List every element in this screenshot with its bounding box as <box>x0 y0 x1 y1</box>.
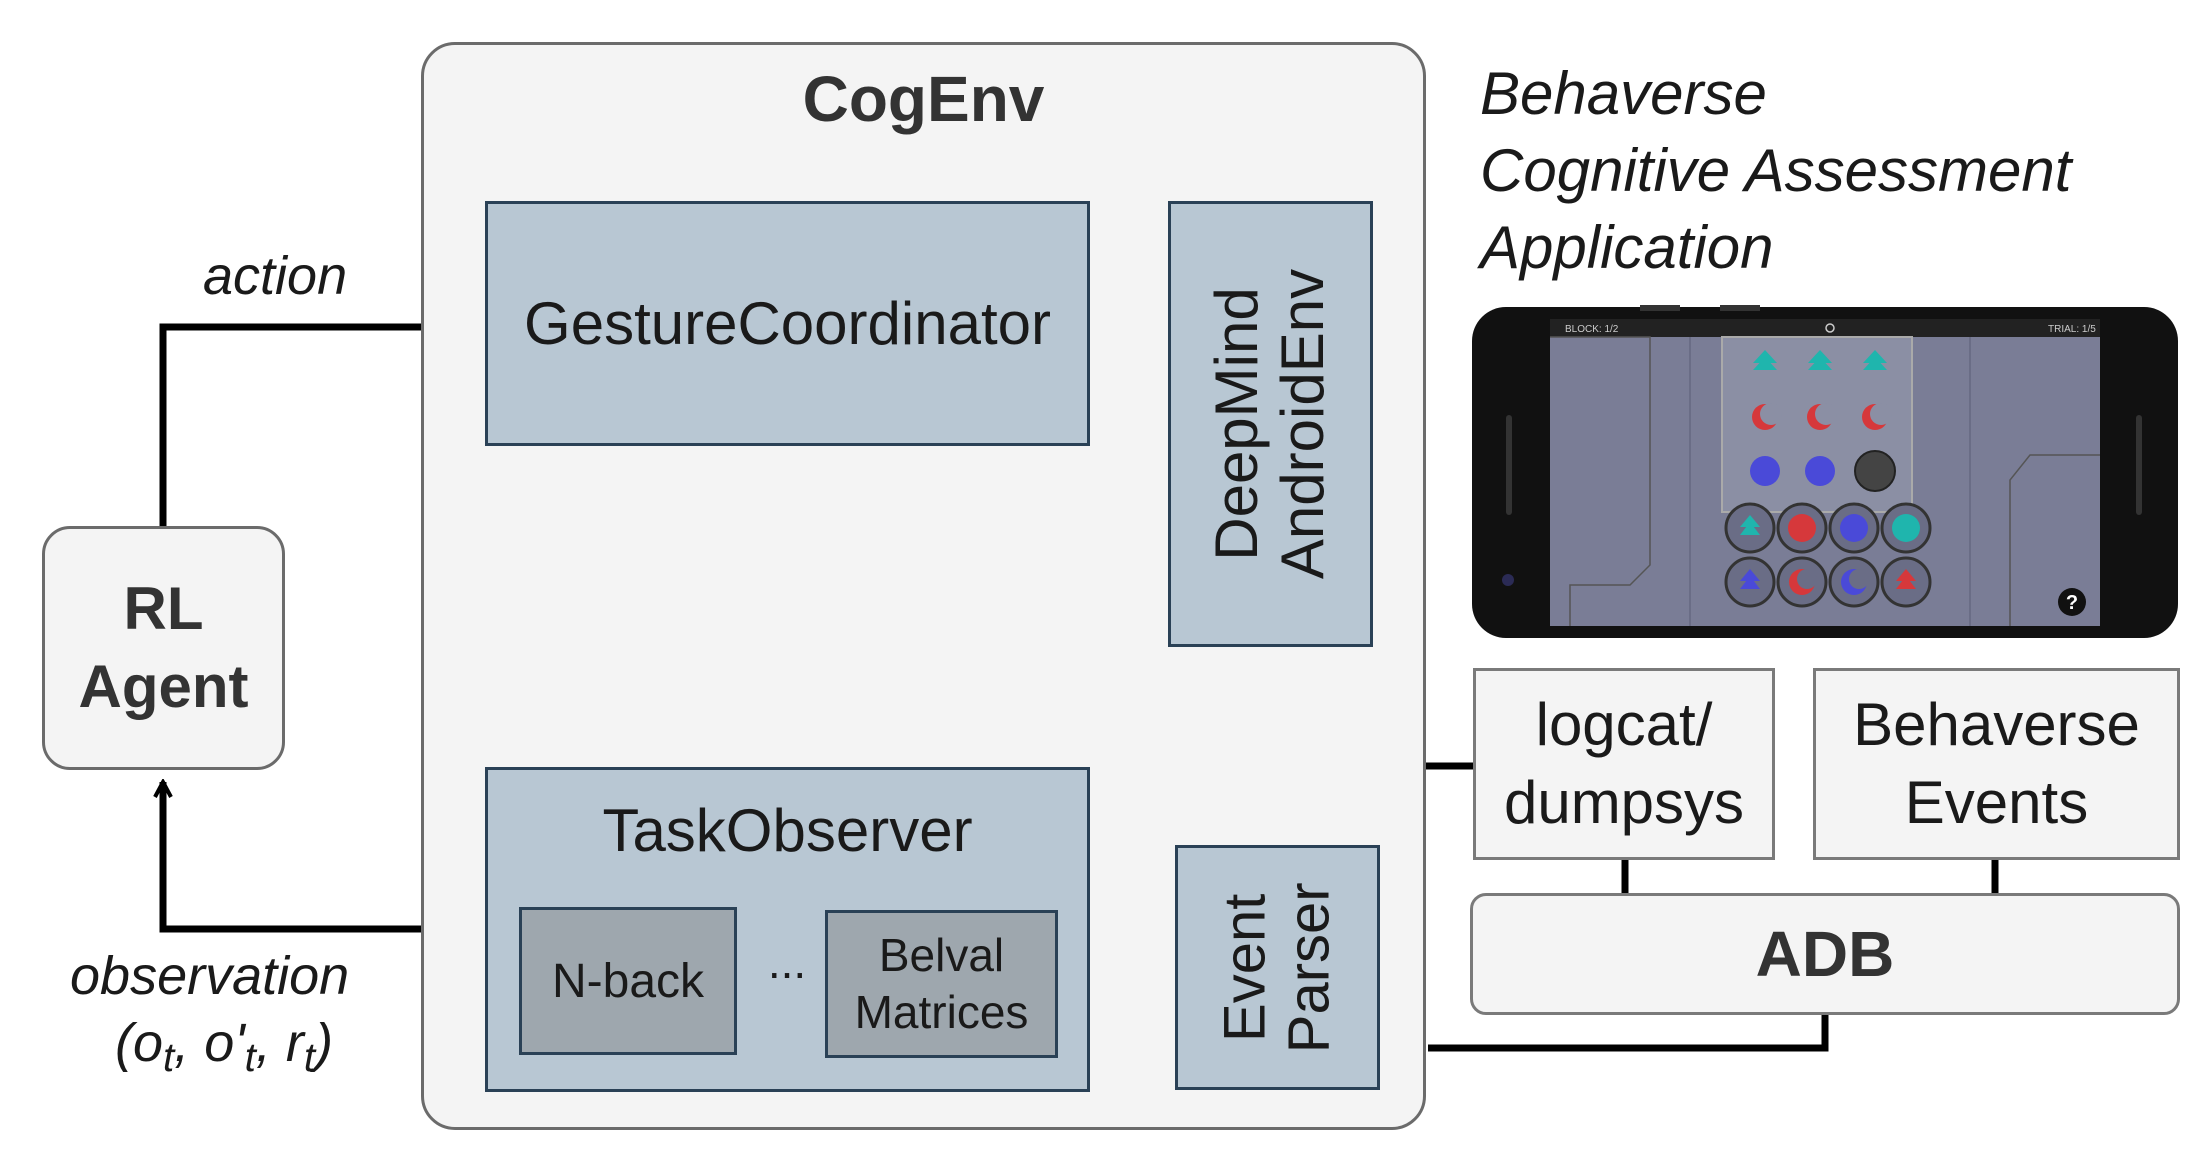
gesture-coordinator-label: GestureCoordinator <box>524 290 1051 357</box>
observation-tuple: (ot, o't, rt) <box>115 1013 334 1081</box>
task-ellipsis: ... <box>767 936 807 988</box>
belval-matrices-box: Belval Matrices <box>825 910 1058 1058</box>
deepmind-line2: AndroidEnv <box>1269 268 1337 580</box>
help-label: ? <box>2066 592 2078 614</box>
action-connector <box>159 327 475 526</box>
rl-agent-box: RL Agent <box>42 526 285 770</box>
observation-connector <box>163 782 485 933</box>
block-label: BLOCK: 1/2 <box>1565 324 1619 335</box>
rl-agent-line1: RL <box>123 575 204 642</box>
rl-agent-line2: Agent <box>78 653 249 720</box>
logcat-dumpsys-box: logcat/ dumpsys <box>1473 668 1775 860</box>
app-title-line1: Behaverse <box>1480 60 1767 127</box>
belval-line1: Belval <box>878 928 1005 981</box>
nback-box: N-back <box>519 907 737 1055</box>
gesture-coordinator-box: GestureCoordinator <box>485 201 1090 446</box>
adb-to-cogenv-connector <box>1428 1015 1829 1052</box>
belval-line2: Matrices <box>854 986 1029 1038</box>
adb-box: ADB <box>1470 893 2180 1015</box>
help-button <box>2058 588 2086 616</box>
event-parser-line1: Event <box>1212 893 1278 1042</box>
cogenv-title: CogEnv <box>802 63 1045 135</box>
behaverse-events-line2: Events <box>1904 769 2089 836</box>
trial-label: TRIAL: 1/5 <box>2048 324 2096 335</box>
nback-label: N-back <box>551 954 705 1008</box>
logcat-line1: logcat/ <box>1535 691 1713 758</box>
task-observer-title: TaskObserver <box>602 797 973 864</box>
behaverse-events-line1: Behaverse <box>1853 691 2140 758</box>
event-parser-line2: Parser <box>1276 882 1342 1053</box>
deepmind-line1: DeepMind <box>1203 287 1271 561</box>
app-title: Behaverse Cognitive Assessment Applicati… <box>1480 56 2071 286</box>
app-title-line3: Application <box>1480 213 1774 281</box>
adb-label: ADB <box>1755 918 1895 990</box>
observation-label: observation <box>70 946 350 1006</box>
phone-screenshot: BLOCK: 1/2 TRIAL: 1/5 ? <box>1472 305 2178 638</box>
app-title-line2: Cognitive Assessment <box>1480 136 2072 204</box>
event-parser-box: Event Parser <box>1175 845 1380 1090</box>
deepmind-androidenv-box: DeepMind AndroidEnv <box>1168 201 1373 647</box>
logcat-line2: dumpsys <box>1503 769 1745 836</box>
action-label: action <box>203 246 348 306</box>
behaverse-events-box: Behaverse Events <box>1813 668 2180 860</box>
